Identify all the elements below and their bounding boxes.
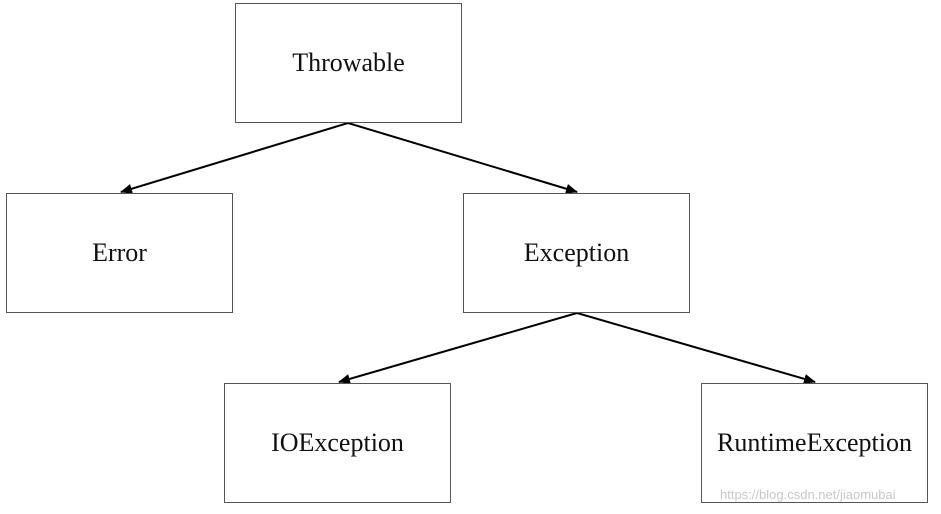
node-runtimeexception-label: RuntimeException	[717, 428, 912, 457]
node-exception: Exception	[463, 193, 690, 313]
edge-exception-runtimeexception	[576, 312, 816, 384]
edge-throwable-exception	[347, 122, 578, 194]
edge-exception-ioexception	[338, 312, 578, 384]
node-ioexception-label: IOException	[271, 428, 404, 457]
watermark-text: https://blog.csdn.net/jiaomubai	[720, 487, 896, 502]
node-error-label: Error	[92, 238, 147, 267]
node-throwable-label: Throwable	[292, 48, 405, 77]
node-error: Error	[6, 193, 233, 313]
edge-throwable-error	[120, 122, 349, 194]
node-exception-label: Exception	[523, 238, 630, 267]
node-runtimeexception: RuntimeException	[701, 383, 928, 503]
node-throwable: Throwable	[235, 3, 462, 123]
node-ioexception: IOException	[224, 383, 451, 503]
